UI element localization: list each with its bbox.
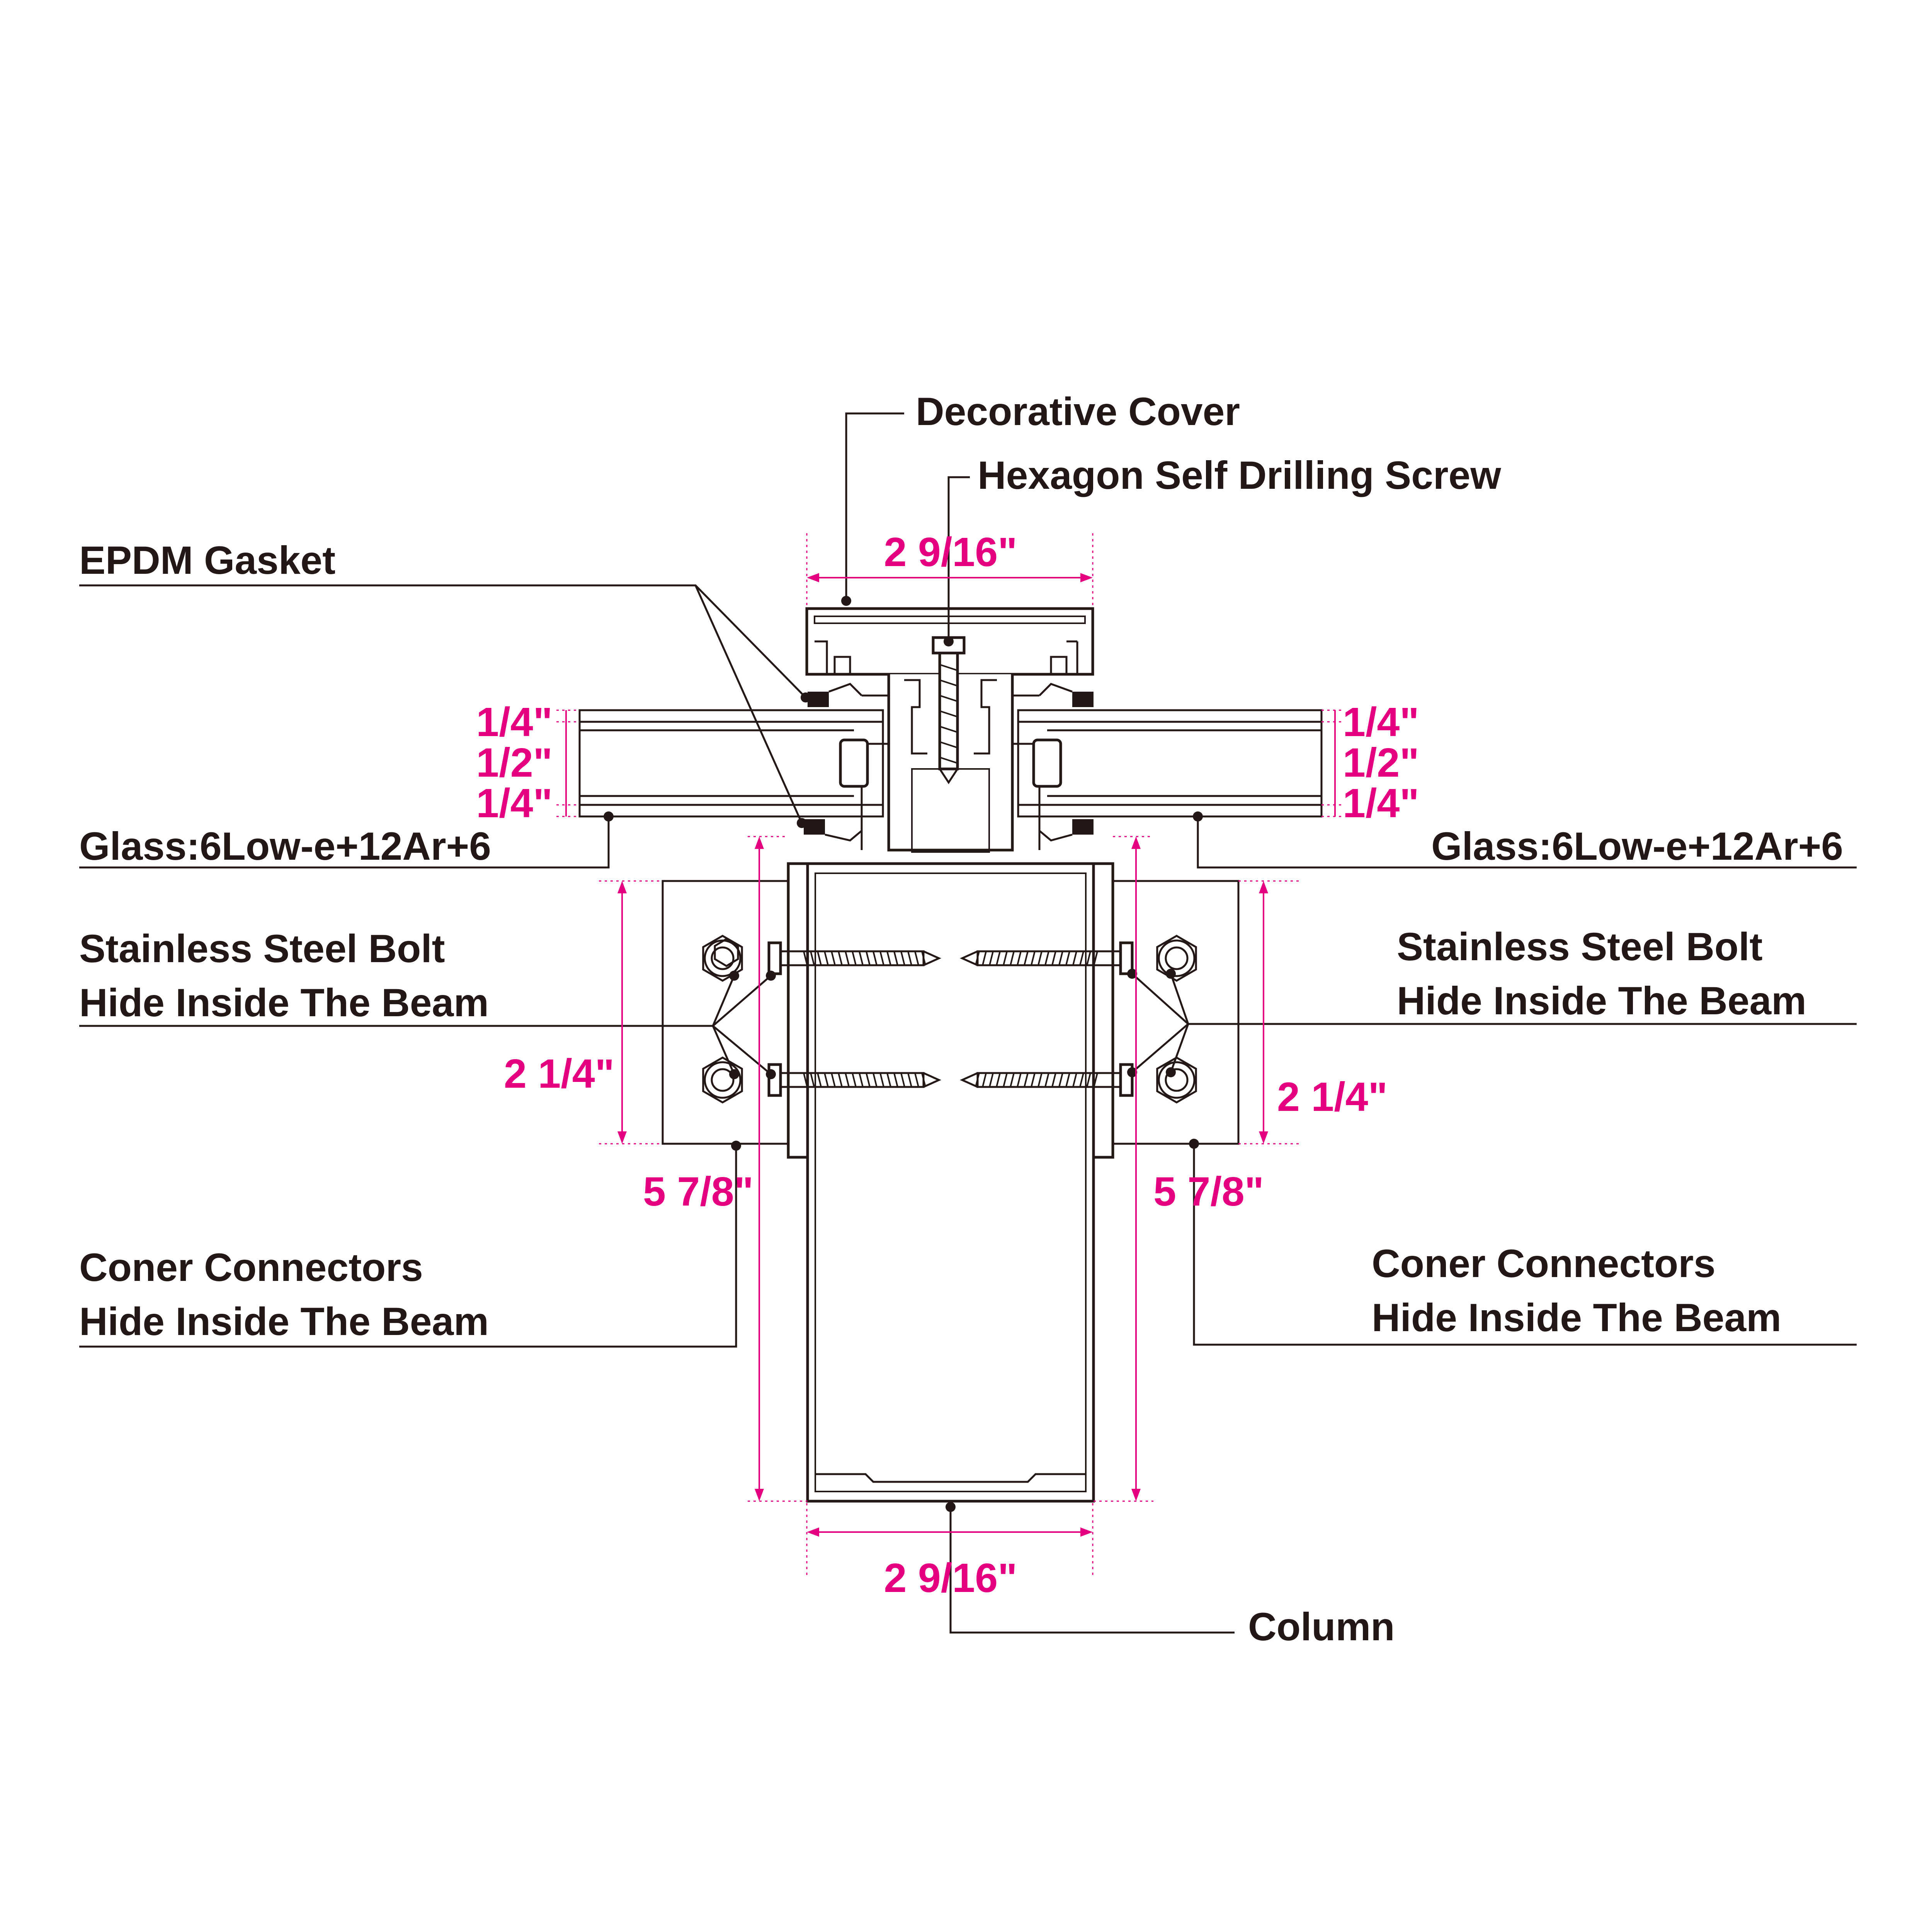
glass-right [1017,709,1323,818]
hex-nut-ring [1165,946,1189,970]
connector-screws [767,941,1134,1097]
leader-lines [79,412,1857,1634]
hex-nut-3 [1156,935,1197,982]
hex-nut-ring [1165,1068,1189,1092]
dim-glass-right-inner: 1/4" [1343,781,1419,826]
glass-left [578,709,884,818]
labels: Decorative Cover Hexagon Self Drilling S… [79,389,1843,1649]
corner-connector-right [1112,880,1240,1145]
label-decorative-cover: Decorative Cover [916,389,1240,434]
column [787,862,1114,1503]
hex-nuts [702,935,1197,1104]
dimension-labels: 2 9/16" 2 9/16" 1/4" 1/2" 1/4" 1/4" 1/2"… [476,529,1419,1601]
dim-connector-height-right: 2 1/4" [1277,1074,1388,1120]
dim-cover-width: 2 9/16" [884,529,1017,575]
dim-glass-right-cavity: 1/2" [1343,740,1419,786]
label-bolt-right-line1: Stainless Steel Bolt [1397,925,1763,969]
stainless-bolts [714,938,739,967]
label-hex-screw: Hexagon Self Drilling Screw [978,453,1501,497]
hex-nut-4 [1156,1056,1197,1104]
column-screw [959,941,1134,975]
dimension-lines [556,533,1345,1578]
label-epdm-gasket: EPDM Gasket [79,538,335,582]
hex-nut-ring [1158,1061,1196,1099]
column-screw [959,1063,1134,1097]
dim-column-depth-left: 5 7/8" [643,1169,753,1214]
label-bolt-right-line2: Hide Inside The Beam [1397,979,1806,1023]
dim-glass-left-inner: 1/4" [476,781,553,826]
label-bolt-left-line1: Stainless Steel Bolt [79,927,445,971]
label-connector-right-line1: Coner Connectors [1372,1242,1716,1286]
column-screw [767,1063,942,1097]
hex-nut-ring [704,939,742,977]
label-column: Column [1248,1605,1395,1649]
hex-nut-ring [704,1061,742,1099]
corner-connector-left [662,880,789,1145]
label-connector-right-line2: Hide Inside The Beam [1372,1296,1781,1340]
dim-glass-right-outer: 1/4" [1343,699,1419,745]
dim-glass-left-cavity: 1/2" [476,740,553,786]
dim-column-depth-right: 5 7/8" [1153,1169,1264,1214]
dim-connector-height-left: 2 1/4" [504,1051,614,1097]
hex-nut-ring [711,946,735,970]
label-connector-left-line1: Coner Connectors [79,1245,423,1289]
hex-nut-ring [711,1068,735,1092]
label-bolt-left-line2: Hide Inside The Beam [79,981,489,1025]
label-connector-left-line2: Hide Inside The Beam [79,1299,489,1344]
dim-glass-left-outer: 1/4" [476,699,553,745]
epdm-gaskets [804,683,1094,842]
hex-nut-1 [702,935,743,982]
dim-column-width: 2 9/16" [884,1555,1017,1601]
hex-nut-ring [1158,939,1196,977]
label-glass-right: Glass:6Low-e+12Ar+6 [1431,824,1843,868]
hex-nut-2 [702,1056,743,1104]
label-glass-left: Glass:6Low-e+12Ar+6 [79,824,491,868]
